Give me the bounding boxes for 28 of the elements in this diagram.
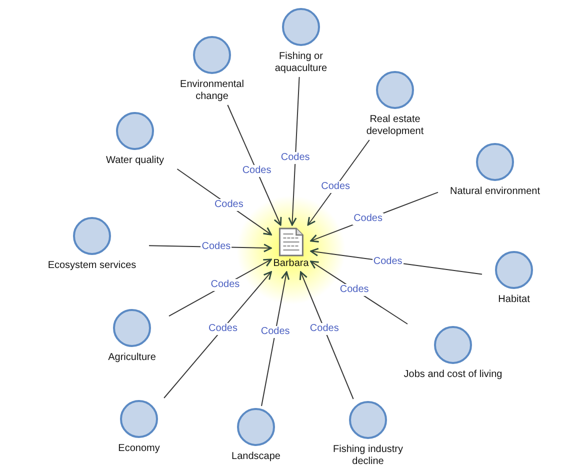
node-label: Fishing or aquaculture: [274, 51, 328, 75]
node-label: Fishing industry decline: [332, 444, 404, 468]
edge-label: Codes: [260, 326, 291, 338]
node-label: Ecosystem services: [46, 260, 138, 272]
node-label: Agriculture: [107, 352, 157, 364]
edge-label: Codes: [241, 165, 272, 177]
edge-label: Codes: [208, 322, 238, 335]
node-label: Environmental change: [179, 79, 245, 103]
document-label: Barbara: [273, 258, 309, 270]
node-label: Jobs and cost of living: [403, 369, 503, 381]
node-label: Natural environment: [448, 186, 542, 198]
node-label: Habitat: [497, 294, 531, 306]
edge-label: Codes: [352, 213, 384, 226]
edge-label: Codes: [320, 180, 352, 193]
node-label: Real estate development: [365, 114, 425, 138]
edge-label: Codes: [210, 278, 241, 291]
arrow: [227, 104, 282, 226]
arrow: [261, 271, 290, 406]
node-label: Economy: [117, 443, 161, 455]
edge-label: Codes: [308, 323, 340, 336]
node-label: Water quality: [105, 155, 165, 167]
edge-label: Codes: [213, 199, 244, 212]
edge-label: Codes: [280, 152, 311, 164]
edge-label: Codes: [338, 284, 370, 296]
arrow: [164, 271, 272, 398]
node-label: Landscape: [230, 451, 282, 463]
arrow: [299, 271, 354, 400]
arrow: [288, 76, 300, 226]
